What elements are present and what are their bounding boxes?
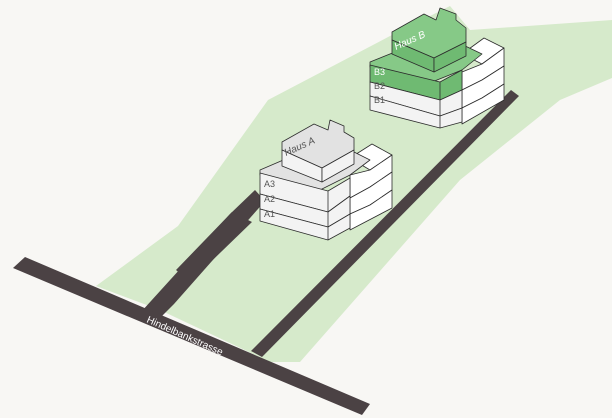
street bbox=[13, 257, 370, 415]
haus-a-upper-side bbox=[321, 149, 355, 183]
floor-label: B1 bbox=[374, 95, 385, 105]
floor-label: B2 bbox=[374, 81, 385, 91]
access-path-haus-b bbox=[251, 90, 519, 357]
floor-label: B3 bbox=[374, 67, 385, 77]
building-haus-b[interactable]: B3 B2 B1 Haus B bbox=[369, 7, 505, 129]
building-haus-a[interactable]: A3 A2 A1 Haus A bbox=[259, 119, 393, 241]
floor-label: A3 bbox=[264, 179, 275, 189]
floor-label: A1 bbox=[264, 209, 275, 219]
access-path-haus-a-branch bbox=[176, 212, 252, 282]
floor-label: A2 bbox=[264, 194, 275, 204]
haus-b-upper-side bbox=[433, 41, 467, 73]
